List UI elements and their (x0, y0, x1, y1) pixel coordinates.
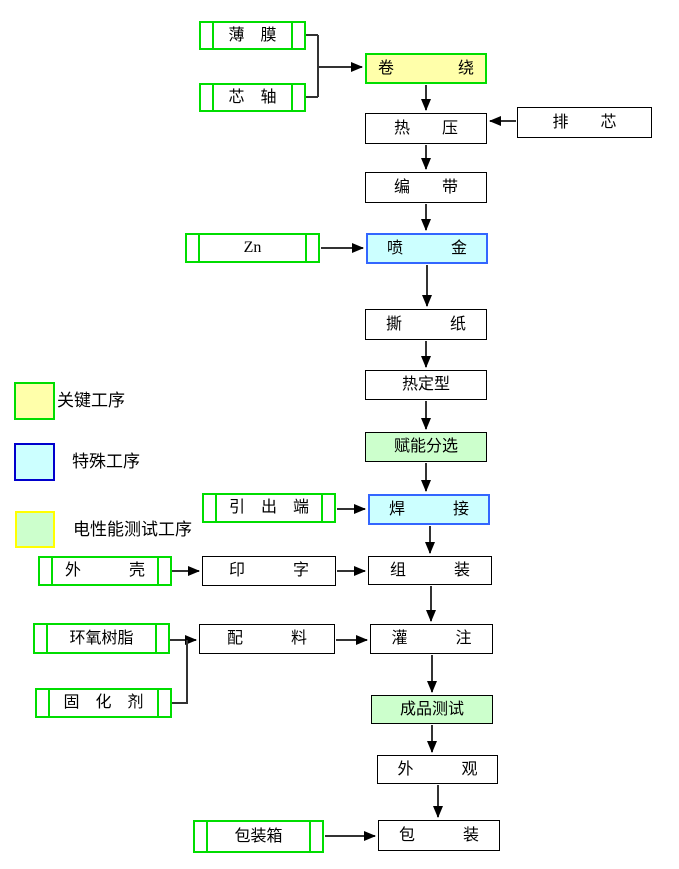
flow-node-label: 编 带 (393, 178, 458, 196)
flow-node-shell: 外 壳 (38, 556, 172, 586)
flow-node-core-arrange: 排 芯 (517, 107, 652, 138)
input-node-strut (157, 690, 159, 716)
flow-node-energize-sort: 赋能分选 (365, 432, 487, 462)
flow-node-label: 包 装 (398, 826, 479, 844)
flow-node-label: Zn (243, 239, 262, 256)
input-node-strut (51, 558, 53, 584)
legend-label-electrical-test-process: 电性能测试工序 (73, 520, 192, 539)
flow-node-metal-spray: 喷 金 (366, 233, 488, 264)
flow-node-label: 环氧树脂 (69, 629, 134, 647)
flow-node-label: 成品测试 (399, 700, 464, 718)
input-node-strut (48, 690, 50, 716)
flow-node-label: 赋能分选 (393, 438, 458, 455)
flow-node-packing-box: 包装箱 (193, 820, 324, 853)
flow-node-paper-tear: 撕 纸 (365, 309, 487, 340)
flow-node-potting: 灌 注 (370, 624, 493, 654)
input-node-strut (291, 85, 293, 110)
input-node-strut (215, 495, 217, 521)
flow-node-printing: 印 字 (202, 556, 336, 586)
flow-node-label: 外 壳 (64, 562, 145, 579)
flow-node-taping: 编 带 (365, 172, 487, 203)
flow-node-label: 固 化 剂 (63, 694, 144, 711)
flow-node-label: 热 压 (393, 119, 458, 137)
flow-node-label: 撕 纸 (385, 315, 466, 333)
flow-node-winding: 卷 绕 (365, 53, 487, 84)
flow-node-label: 印 字 (228, 562, 309, 579)
flow-node-core-shaft: 芯 轴 (199, 83, 306, 112)
flow-node-label: 喷 金 (386, 239, 467, 257)
input-node-strut (212, 23, 214, 48)
flow-node-compounding: 配 料 (199, 624, 335, 654)
legend-label-key-process: 关键工序 (57, 391, 125, 410)
flow-node-label: 热定型 (401, 376, 450, 393)
flow-node-film: 薄 膜 (199, 21, 306, 50)
flow-node-heat-setting: 热定型 (365, 370, 487, 400)
input-node-strut (212, 85, 214, 110)
flow-node-zn: Zn (185, 233, 320, 263)
flow-node-label: 薄 膜 (228, 26, 277, 44)
flow-node-assembly: 组 装 (368, 556, 492, 585)
flow-node-epoxy-resin: 环氧树脂 (33, 623, 170, 654)
flow-node-label: 配 料 (226, 630, 307, 647)
input-node-strut (291, 23, 293, 48)
legend-swatch-key-process (14, 382, 55, 420)
flow-node-label: 焊 接 (388, 500, 469, 518)
legend-label-special-process: 特殊工序 (72, 452, 140, 471)
flow-node-label: 包装箱 (234, 827, 283, 845)
legend-swatch-special-process (14, 443, 55, 481)
flow-node-label: 卷 绕 (377, 59, 474, 77)
flow-node-label: 引 出 端 (228, 499, 309, 516)
input-node-strut (46, 625, 48, 652)
flow-node-label: 组 装 (389, 561, 470, 579)
input-node-strut (305, 235, 307, 261)
flow-node-packing: 包 装 (378, 820, 500, 851)
flow-node-label: 灌 注 (391, 630, 472, 647)
flow-node-curing-agent: 固 化 剂 (35, 688, 172, 718)
connector-line (172, 640, 188, 704)
input-node-strut (155, 625, 157, 652)
flow-node-label: 排 芯 (552, 113, 617, 131)
flow-node-label: 芯 轴 (228, 88, 277, 106)
legend-swatch-electrical-test-process (15, 511, 55, 548)
input-node-strut (157, 558, 159, 584)
flow-node-label: 外 观 (397, 760, 478, 778)
flow-node-appearance: 外 观 (377, 755, 498, 784)
flow-node-hot-press: 热 压 (365, 113, 487, 144)
flow-node-lead-terminal: 引 出 端 (202, 493, 336, 523)
flow-node-welding: 焊 接 (368, 494, 490, 525)
flow-node-final-test: 成品测试 (371, 695, 493, 724)
input-node-strut (309, 822, 311, 851)
input-node-strut (321, 495, 323, 521)
input-node-strut (198, 235, 200, 261)
input-node-strut (206, 822, 208, 851)
